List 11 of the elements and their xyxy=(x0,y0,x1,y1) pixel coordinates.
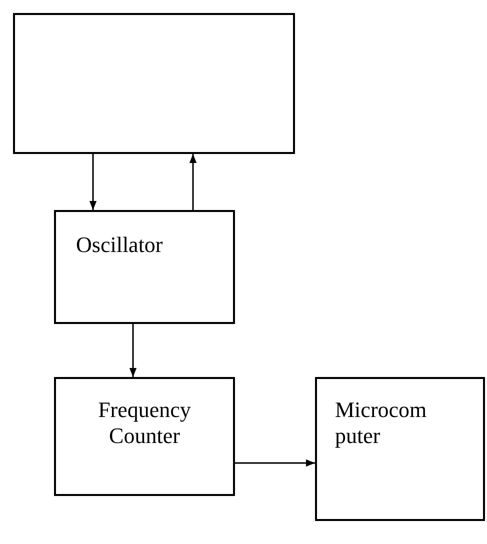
arrow xyxy=(89,154,97,210)
box-label: Microcomputer xyxy=(335,397,428,449)
arrow xyxy=(235,459,315,467)
process-box xyxy=(54,210,235,324)
arrow xyxy=(129,324,137,377)
process-box xyxy=(315,377,485,521)
empty-box xyxy=(13,13,295,154)
box-label: Oscillator xyxy=(76,232,163,258)
box-label: Frequency Counter xyxy=(97,397,192,449)
arrow xyxy=(189,154,197,210)
process-box xyxy=(54,377,235,496)
